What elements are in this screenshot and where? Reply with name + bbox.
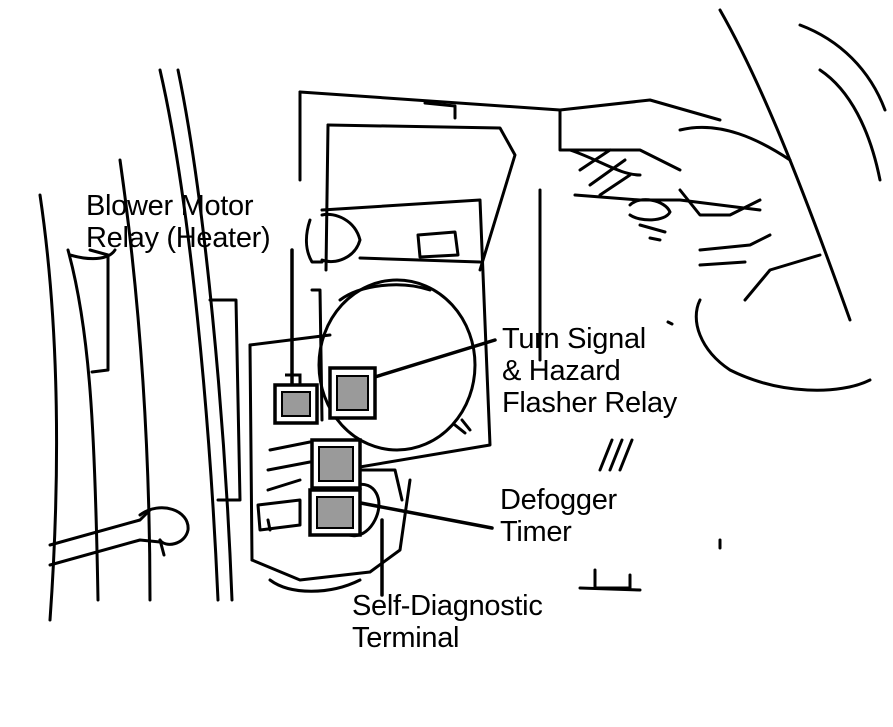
turn-signal-flasher-relay [328,366,377,420]
left-pillar-lines [38,68,242,622]
blower-motor-relay-label: Blower Motor Relay (Heater) [86,190,271,254]
blower-label-line1: Blower Motor [86,190,254,222]
cable-hook [48,506,190,567]
turn-signal-label-line1: Turn Signal [502,323,646,355]
turn-signal-relay-label: Turn Signal & Hazard Flasher Relay [502,323,677,419]
defogger-leader [343,498,494,530]
self-diag-label-line2: Terminal [352,622,460,654]
blower-motor-relay [273,373,319,425]
defogger-timer-relay [308,438,362,537]
fuse-block-housing [248,198,722,593]
dash-structure [298,90,792,362]
turn-signal-label-line3: Flasher Relay [502,387,677,419]
defogger-label-line2: Timer [500,516,572,548]
steering-column [694,8,887,392]
turn-signal-leader [363,338,497,382]
hatch-marks [598,320,674,472]
blower-label-line2: Relay (Heater) [86,222,271,254]
leader-lines [290,248,497,597]
defogger-timer-label: Defogger Timer [500,484,617,548]
self-diagnostic-terminal-label: Self-Diagnostic Terminal [352,590,543,654]
defogger-label-line1: Defogger [500,484,617,516]
self-diag-label-line1: Self-Diagnostic [352,590,543,622]
turn-signal-label-line2: & Hazard [502,355,621,387]
